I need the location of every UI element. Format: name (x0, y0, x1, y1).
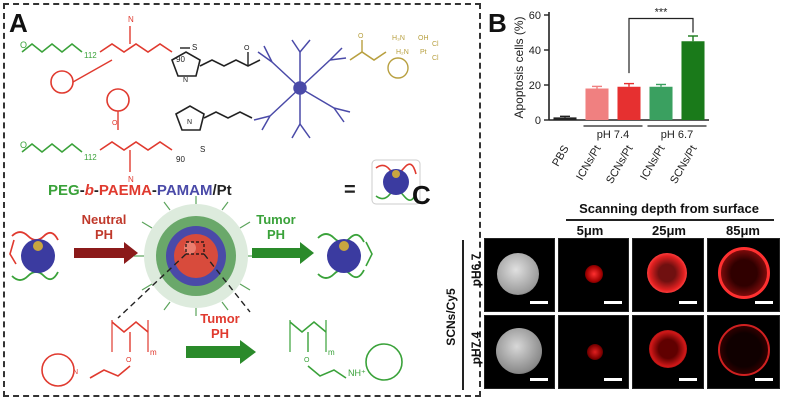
micrograph-ph74-brightfield (484, 315, 555, 389)
svg-text:O: O (20, 140, 27, 150)
group-label-1: pH 6.7 (661, 129, 693, 141)
svg-text:H₃N: H₃N (392, 35, 405, 42)
significance-label: *** (655, 7, 669, 19)
svg-text:O: O (304, 357, 310, 364)
row-label-ph74: pH7.4 (469, 331, 483, 365)
svg-text:m: m (150, 348, 157, 357)
y-tick-label: 20 (529, 80, 541, 92)
tumor-ph-label-bottom: PH (211, 326, 229, 341)
svg-text:N: N (187, 119, 192, 126)
x-tick-label-3: ICNs/Pt (638, 144, 667, 183)
svg-text:m: m (328, 348, 335, 357)
x-tick-label-2: SCNs/Pt (604, 144, 635, 187)
micelle-nanoparticle (134, 196, 258, 316)
micrograph-ph67-brightfield (484, 238, 555, 312)
subscript-112-top: 112 (84, 51, 97, 60)
zoom-line-left (117, 253, 187, 319)
micrograph-ph67-25um (632, 238, 704, 312)
svg-text:N: N (183, 77, 188, 84)
neutral-arrow (74, 242, 138, 264)
svg-text:H₂N: H₂N (396, 49, 409, 56)
micrograph-ph74-85um (707, 315, 780, 389)
bar-0 (553, 117, 577, 120)
column-85um: 85μm (726, 223, 760, 238)
header-underline (566, 219, 774, 221)
tumor-label-bottom: Tumor (200, 311, 239, 326)
svg-text:N: N (73, 369, 78, 376)
svg-text:S: S (200, 145, 205, 154)
bar-2 (617, 86, 641, 120)
svg-text:N: N (128, 15, 134, 24)
x-tick-label-0: PBS (550, 144, 571, 169)
x-tick-label-4: SCNs/Pt (668, 144, 699, 187)
bar-4 (681, 41, 705, 120)
nh-plus-label: NH⁺ (348, 368, 366, 378)
formula-label: PEG-b-PAEMA-PAMAM/Pt (48, 182, 232, 199)
subscript-112-bottom: 112 (84, 153, 97, 162)
svg-text:Cl: Cl (432, 41, 439, 48)
y-tick-label: 60 (529, 10, 541, 22)
zoom-line-right (203, 253, 251, 313)
svg-text:S: S (192, 43, 197, 52)
bar-3 (649, 86, 673, 120)
svg-text:Cl: Cl (432, 55, 439, 62)
y-tick-label: 40 (529, 45, 541, 57)
panel-c-letter: C (412, 180, 431, 210)
significance-bracket (628, 17, 694, 74)
svg-text:O: O (358, 33, 364, 40)
scanning-depth-header: Scanning depth from surface (579, 201, 759, 216)
equals-sign: = (344, 179, 356, 201)
neutral-ph-label: PH (95, 227, 113, 242)
subscript-90-bottom: 90 (176, 155, 185, 164)
svg-text:N: N (128, 175, 134, 184)
panel-a-letter: A (9, 8, 28, 38)
polymer-structure-top: O 112 N 90 S N O (20, 15, 261, 94)
side-label-bracket (462, 240, 464, 390)
tumor-ph-label-top: PH (267, 227, 285, 242)
svg-text:Pt: Pt (420, 49, 427, 56)
nanoparticle-icon-right (317, 233, 373, 279)
polymer-structure-bottom: O O 112 N 90 N S (20, 88, 253, 184)
svg-text:O: O (126, 357, 132, 364)
side-label-scns-cy5: SCNs/Cy5 (444, 288, 458, 346)
paema-neutral-structure: m O N (41, 320, 157, 387)
nanoparticle-icon-left (9, 231, 59, 281)
pt-complex: O H₃N OH Pt Cl Cl H₂N (349, 33, 439, 79)
neutral-label: Neutral (82, 212, 127, 227)
bar-1 (585, 88, 609, 120)
y-tick-label: 0 (535, 115, 541, 127)
tumor-label-top: Tumor (256, 212, 295, 227)
panel-b-letter: B (488, 8, 507, 38)
micrograph-ph67-5um (558, 238, 629, 312)
svg-text:OH: OH (418, 35, 429, 42)
panel-a-frame (3, 3, 481, 397)
svg-text:O: O (112, 120, 118, 127)
column-25um: 25μm (652, 223, 686, 238)
tumor-arrow-bottom (186, 340, 256, 364)
x-tick-label-1: ICNs/Pt (574, 144, 603, 183)
micrograph-ph74-5um (558, 315, 629, 389)
group-label-0: pH 7.4 (597, 129, 629, 141)
pamam-dendrimer (253, 39, 351, 139)
y-axis-label: Apoptosis cells (%) (512, 16, 526, 118)
panel-a-schematic: O 112 N 90 S N O O H₃N OH Pt (9, 15, 439, 387)
svg-text:O: O (20, 40, 27, 50)
nanoparticle-icon-formula (371, 159, 421, 205)
subscript-90-top: 90 (176, 55, 185, 64)
row-label-ph67: pH6.7 (469, 253, 483, 287)
svg-text:O: O (244, 45, 250, 52)
column-5um: 5μm (576, 223, 604, 238)
paema-protonated-structure: m O NH⁺ (289, 320, 403, 381)
micrograph-ph67-85um (707, 238, 780, 312)
micrograph-ph74-25um (632, 315, 704, 389)
tumor-arrow-top (252, 242, 314, 264)
